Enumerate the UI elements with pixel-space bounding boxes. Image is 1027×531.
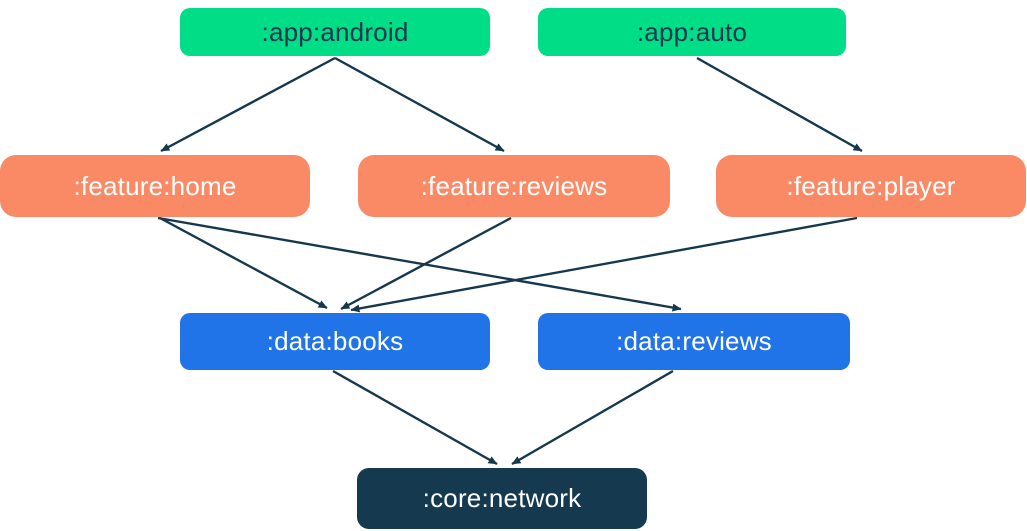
- node-feature-home: :feature:home: [0, 155, 310, 217]
- node-feature-player: :feature:player: [716, 155, 1026, 217]
- node-app-android: :app:android: [180, 8, 490, 56]
- edge-feature-reviews-to-data-books: [340, 216, 512, 311]
- edge-feature-home-to-data-reviews: [157, 216, 682, 312]
- node-core-network: :core:network: [357, 468, 647, 529]
- node-data-books: :data:books: [180, 313, 490, 370]
- edge-feature-player-to-data-books: [350, 216, 858, 313]
- edge-data-reviews-to-core-network: [511, 369, 674, 466]
- edge-data-books-to-core-network: [332, 369, 498, 466]
- node-app-auto: :app:auto: [538, 8, 846, 56]
- edge-app-auto-to-feature-player: [696, 56, 863, 153]
- edge-app-android-to-feature-home: [160, 56, 336, 153]
- node-data-reviews: :data:reviews: [538, 313, 850, 370]
- edge-feature-home-to-data-books: [159, 216, 328, 310]
- node-feature-reviews: :feature:reviews: [358, 155, 670, 217]
- edge-app-android-to-feature-reviews: [334, 56, 505, 153]
